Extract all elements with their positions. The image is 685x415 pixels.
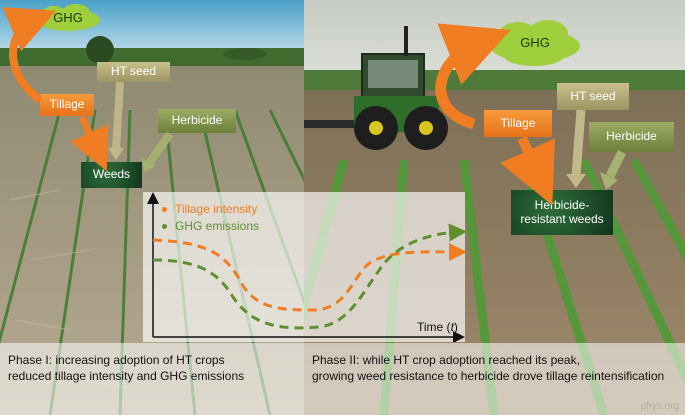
phase2-ghg-label: GHG: [520, 34, 550, 50]
phase1-caption-line1: Phase I: increasing adoption of HT crops: [8, 353, 225, 367]
tillage-to-ghg-arrow: [2, 7, 57, 104]
caption-band: [0, 343, 685, 415]
legend-ghg-emissions: GHG emissions: [162, 219, 259, 233]
phase2-arrows: [435, 23, 627, 206]
tillage-intensity-curve: [152, 238, 467, 312]
legend-tillage-intensity: Tillage intensity: [162, 202, 257, 216]
trend-chart-svg: [147, 192, 467, 343]
phase2-herbicide-tag: Herbicide: [589, 122, 674, 152]
ghg-cloud-icon: [490, 20, 580, 66]
trend-chart: Tillage intensity GHG emissions Time (t): [143, 192, 467, 343]
ht-seed-to-weeds-arrow: [571, 109, 586, 177]
phase2-ht-seed-tag: HT seed: [557, 83, 629, 110]
tillage-to-weeds-arrow: [500, 135, 556, 206]
x-axis-label-text: Time (: [417, 320, 451, 334]
phase2-caption: Phase II: while HT crop adoption reached…: [312, 352, 664, 384]
phase1-caption-line2: reduced tillage intensity and GHG emissi…: [8, 369, 245, 383]
x-axis-label-symbol: t: [450, 320, 454, 334]
x-axis-label: Time (t): [417, 320, 458, 334]
tractor-shape: [304, 26, 448, 150]
tillage-to-weeds-arrow: [70, 115, 109, 172]
phase1-caption: Phase I: increasing adoption of HT crops…: [8, 352, 244, 384]
phase1-ghg-label: GHG: [53, 9, 83, 25]
phase2-weeds-label-line2: resistant weeds: [520, 211, 604, 226]
herbicide-to-weeds-arrow: [146, 131, 174, 165]
phase1-arrows: [2, 7, 174, 172]
legend-tillage-label: Tillage intensity: [175, 202, 258, 216]
tillage-to-ghg-arrow: [435, 23, 511, 130]
phase1-herbicide-tag: Herbicide: [158, 109, 236, 133]
legend-tillage-swatch: [162, 206, 167, 212]
watermark: phys.org: [640, 401, 679, 412]
phase2-caption-line2: growing weed resistance to herbicide dro…: [312, 369, 665, 383]
herbicide-to-weeds-arrow: [605, 149, 627, 179]
ht-seed-to-weeds-arrow: [112, 81, 124, 151]
legend-ghg-label: GHG emissions: [175, 219, 260, 233]
phase2-caption-line1: Phase II: while HT crop adoption reached…: [312, 353, 580, 367]
phase2-tillage-tag: Tillage: [484, 110, 552, 137]
phase1-ht-seed-tag: HT seed: [97, 62, 170, 82]
x-axis-label-close: ): [453, 320, 458, 334]
legend-ghg-swatch: [162, 223, 167, 229]
phase1-tillage-tag: Tillage: [40, 94, 94, 116]
ghg-emissions-curve: [152, 223, 467, 330]
